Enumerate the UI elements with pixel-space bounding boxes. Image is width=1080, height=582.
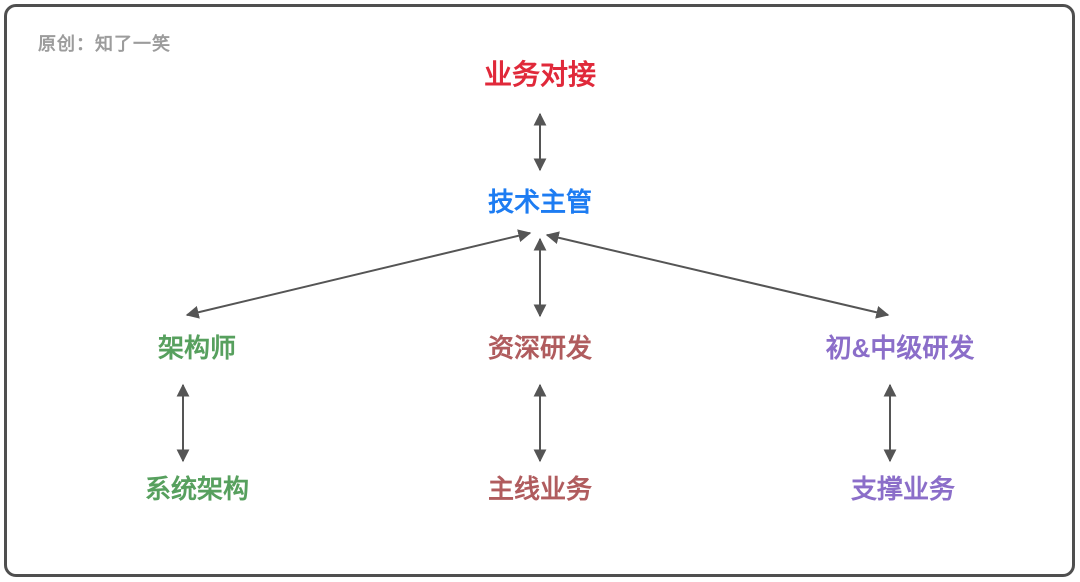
node-tech-lead: 技术主管	[487, 187, 593, 217]
watermark: 原创：知了一笑	[38, 34, 171, 54]
node-business-docking: 业务对接	[483, 59, 597, 90]
node-senior-dev: 资深研发	[487, 333, 593, 363]
node-mainline-business: 主线业务	[487, 474, 593, 504]
edge-tech-lead-architect	[185, 229, 532, 319]
node-architect: 架构师	[157, 333, 237, 363]
node-junior-mid-dev: 初&中级研发	[825, 333, 975, 363]
node-system-architecture: 系统架构	[144, 474, 250, 504]
edge-tech-lead-junior-mid-dev	[545, 231, 890, 319]
node-support-business: 支撑业务	[850, 474, 956, 504]
